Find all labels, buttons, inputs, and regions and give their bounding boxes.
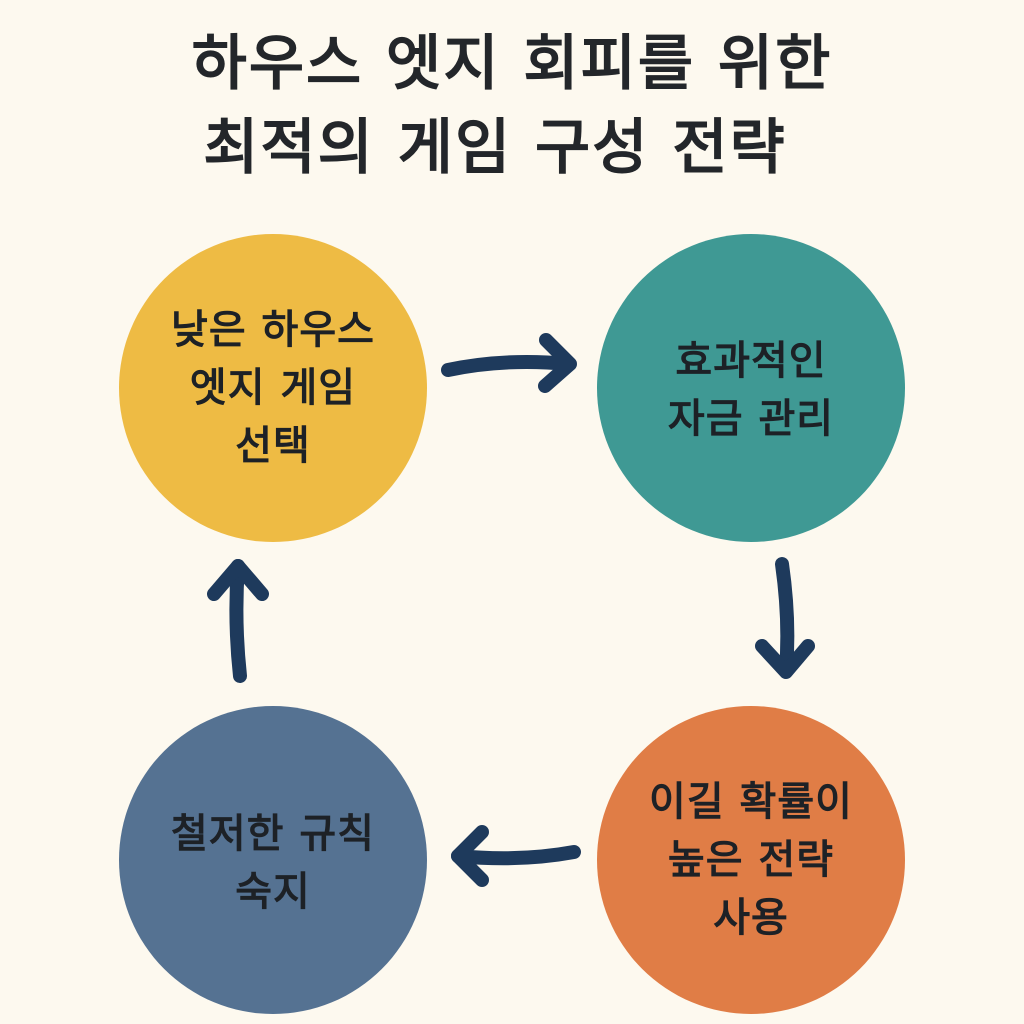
node-label: 이길 확률이 높은 전략 사용 bbox=[649, 779, 853, 941]
node-label: 효과적인 자금 관리 bbox=[667, 338, 835, 442]
node-low-house-edge-games: 낮은 하우스 엣지 게임 선택 bbox=[119, 234, 427, 542]
title-line-1: 하우스 엣지 회피를 위한 bbox=[191, 29, 833, 99]
arrow-up-icon bbox=[207, 559, 269, 683]
node-rule-mastery: 철저한 규칙 숙지 bbox=[119, 706, 427, 1014]
node-label: 낮은 하우스 엣지 게임 선택 bbox=[171, 307, 375, 469]
arrow-left-icon bbox=[451, 825, 581, 887]
diagram-title: 하우스 엣지 회피를 위한 최적의 게임 구성 전략 bbox=[0, 22, 1024, 190]
node-winning-strategy: 이길 확률이 높은 전략 사용 bbox=[597, 706, 905, 1014]
node-bankroll-management: 효과적인 자금 관리 bbox=[597, 234, 905, 542]
arrow-right-icon bbox=[441, 333, 577, 393]
arrow-down-icon bbox=[755, 557, 815, 679]
title-line-2: 최적의 게임 구성 전략 bbox=[203, 113, 787, 183]
node-label: 철저한 규칙 숙지 bbox=[171, 811, 375, 915]
